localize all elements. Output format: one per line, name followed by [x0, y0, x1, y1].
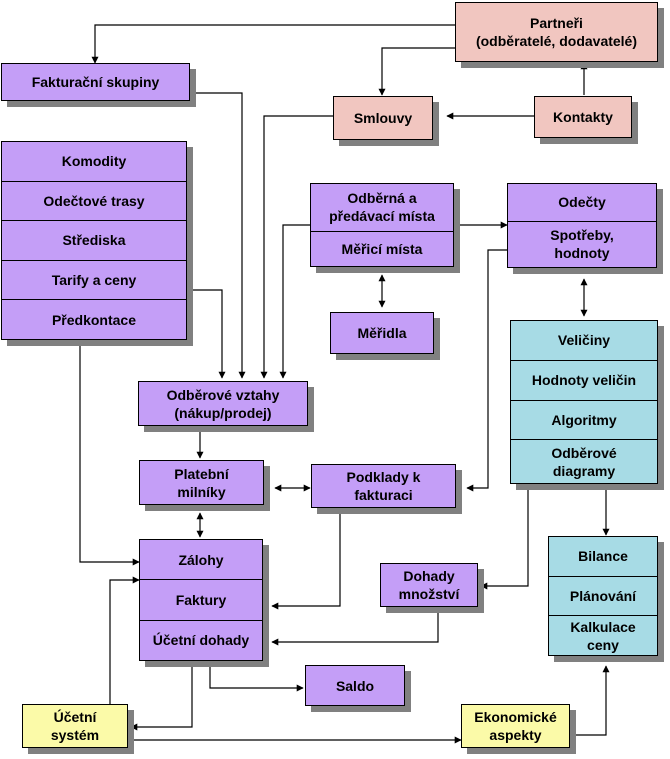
- edge-ucetni-zalohy: [109, 576, 140, 704]
- node-odectove-trasy: Odečtové trasy: [2, 180, 186, 221]
- node-ciselniky: Komodity Odečtové trasy Střediska Tarify…: [1, 141, 187, 340]
- node-smlouvy-label: Smlouvy: [353, 110, 413, 126]
- node-faktury: Faktury: [140, 579, 262, 619]
- node-hodnoty-velicin: Hodnoty veličin: [511, 359, 657, 400]
- node-dohady-mnozstvi: Dohady množství: [380, 563, 478, 607]
- edge-doklady-ucetni: [130, 665, 193, 731]
- node-odecty: Odečty Spotřeby, hodnoty: [507, 183, 657, 268]
- node-fakturacni-skupiny: Fakturační skupiny: [1, 63, 190, 101]
- node-smlouvy: Smlouvy: [333, 96, 433, 140]
- node-podklady-k-fakturaci: Podklady k fakturaci: [311, 464, 456, 508]
- edge-podklady-faktury: [271, 512, 341, 610]
- node-odberna-a-predavaci-mista: Odběrná a předávací místa: [329, 190, 435, 225]
- node-ucetni-dohady: Účetní dohady: [140, 619, 262, 660]
- edge-smlouvy-vztahy: [260, 115, 333, 379]
- edge-mista-vztahy: [279, 224, 310, 379]
- node-doklady: Zálohy Faktury Účetní dohady: [139, 539, 263, 661]
- node-saldo-label: Saldo: [335, 677, 375, 694]
- node-veliciny: Veličiny Hodnoty veličin Algoritmy Odběr…: [510, 320, 658, 484]
- node-kalkulace-ceny: Kalkulace ceny: [549, 615, 657, 655]
- node-komodity: Komodity: [61, 153, 127, 170]
- node-spotreby-hodnoty: Spotřeby, hodnoty: [508, 220, 656, 267]
- node-odberove-vztahy: Odběrové vztahy (nákup/prodej): [138, 381, 308, 426]
- node-meridla-label: Měřidla: [357, 325, 407, 341]
- node-odberove-vztahy-label: Odběrové vztahy (nákup/prodej): [166, 386, 280, 421]
- node-bilance: Bilance Plánování Kalkulace ceny: [548, 536, 658, 656]
- node-dohady-mnozstvi-label: Dohady množství: [398, 568, 460, 602]
- node-bilance-label: Bilance: [578, 548, 628, 565]
- node-odberove-diagramy: Odběrové diagramy: [511, 439, 657, 483]
- node-merici-mista: Měřicí místa: [311, 230, 453, 266]
- node-ucetni-system-label: Účetní systém: [50, 709, 100, 743]
- node-planovani: Plánování: [549, 575, 657, 616]
- node-platebni-milniky: Platební milníky: [139, 460, 264, 505]
- node-platebni-milniky-label: Platební milníky: [174, 465, 229, 500]
- node-partneri-label: Partneři(odběratelé, dodavatelé): [475, 15, 638, 49]
- edge-fakturacni-vztahy: [190, 92, 246, 379]
- node-ekonomicke-aspekty-label: Ekonomické aspekty: [474, 709, 557, 743]
- edge-tarify-vztahy: [190, 289, 226, 379]
- node-strediska: Střediska: [2, 220, 186, 260]
- node-mista: Odběrná a předávací místa Měřicí místa: [310, 183, 454, 267]
- edge-doklady-saldo: [209, 665, 304, 692]
- node-partneri: Partneři(odběratelé, dodavatelé): [455, 2, 658, 62]
- edge-odecty-podklady: [466, 249, 507, 492]
- node-saldo: Saldo: [305, 665, 405, 706]
- edge-partneri-smlouvy: [378, 47, 455, 96]
- node-fakturacni-skupiny-label: Fakturační skupiny: [31, 74, 160, 90]
- edge-ekonomicke-bilance: [572, 665, 610, 736]
- node-meridla: Měřidla: [330, 312, 434, 354]
- node-algoritmy: Algoritmy: [511, 399, 657, 440]
- node-zalohy: Zálohy: [178, 551, 224, 568]
- edge-partneri-fakturacni: [91, 24, 455, 64]
- node-ekonomicke-aspekty: Ekonomické aspekty: [461, 704, 570, 748]
- edge-predkontace-zalohy: [79, 340, 140, 566]
- node-podklady-k-fakturaci-label: Podklady k fakturaci: [346, 469, 421, 503]
- node-kontakty: Kontakty: [534, 96, 632, 138]
- edge-veliciny-dohady: [480, 474, 529, 590]
- node-tarify-a-ceny: Tarify a ceny: [2, 259, 186, 300]
- node-veliciny-label: Veličiny: [557, 332, 611, 349]
- node-kontakty-label: Kontakty: [553, 109, 613, 125]
- node-predkontace: Předkontace: [2, 299, 186, 339]
- node-odecty-label: Odečty: [558, 194, 606, 211]
- edge-dohady-ucetni: [271, 613, 439, 646]
- node-ucetni-system: Účetní systém: [22, 704, 128, 748]
